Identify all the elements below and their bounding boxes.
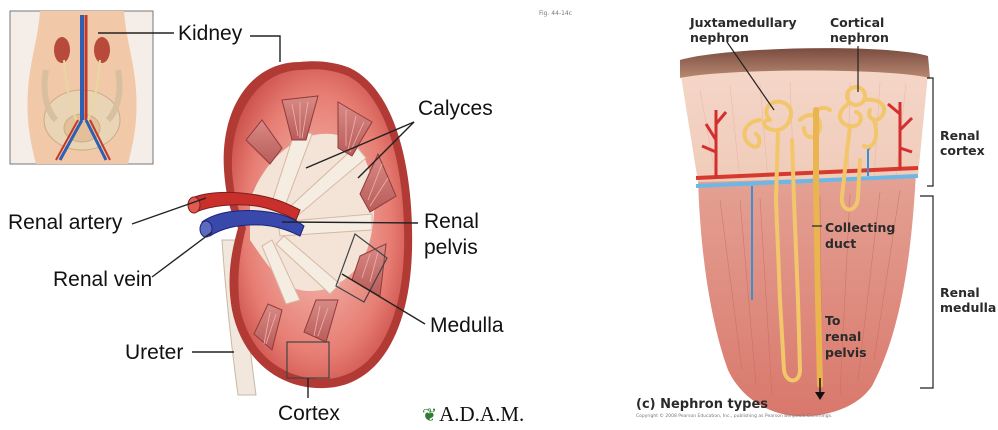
label-cortical-line1: Cortical: [830, 15, 884, 30]
label-renal-pelvis-line2: pelvis: [424, 236, 478, 260]
label-renal-cortex-line1: Renal: [940, 128, 980, 143]
label-renal-artery: Renal artery: [8, 211, 122, 235]
leaf-icon: ❦: [422, 405, 437, 425]
label-juxtamedullary-line2: nephron: [690, 30, 749, 45]
label-kidney: Kidney: [178, 22, 242, 46]
kidney-cross-section: [188, 61, 412, 395]
copyright-note: Copyright © 2008 Pearson Education, Inc.…: [636, 414, 832, 419]
label-cortex: Cortex: [278, 402, 340, 426]
label-cortical-line2: nephron: [830, 30, 889, 45]
label-ureter: Ureter: [125, 341, 183, 365]
label-juxtamedullary-line1: Juxtamedullary: [690, 15, 797, 30]
label-to-renal-pelvis-line2: renal: [825, 329, 861, 344]
label-collecting-duct-line1: Collecting: [825, 220, 895, 235]
label-calyces: Calyces: [418, 97, 493, 121]
label-to-renal-pelvis-line3: pelvis: [825, 345, 867, 360]
figure-reference: Fig. 44-14c: [539, 10, 572, 17]
label-medulla: Medulla: [430, 314, 504, 338]
figure-caption: (c) Nephron types: [636, 397, 768, 412]
adam-logo: ❦A.D.A.M.: [422, 402, 524, 427]
label-renal-medulla-line2: medulla: [940, 300, 996, 315]
label-renal-pelvis-line1: Renal: [424, 210, 479, 234]
body-inset-figure: [10, 11, 153, 164]
label-collecting-duct-line2: duct: [825, 236, 856, 251]
label-renal-vein: Renal vein: [53, 268, 152, 292]
label-to-renal-pelvis-line1: To: [825, 313, 840, 328]
label-renal-cortex-line2: cortex: [940, 143, 985, 158]
label-renal-medulla-line1: Renal: [940, 285, 980, 300]
